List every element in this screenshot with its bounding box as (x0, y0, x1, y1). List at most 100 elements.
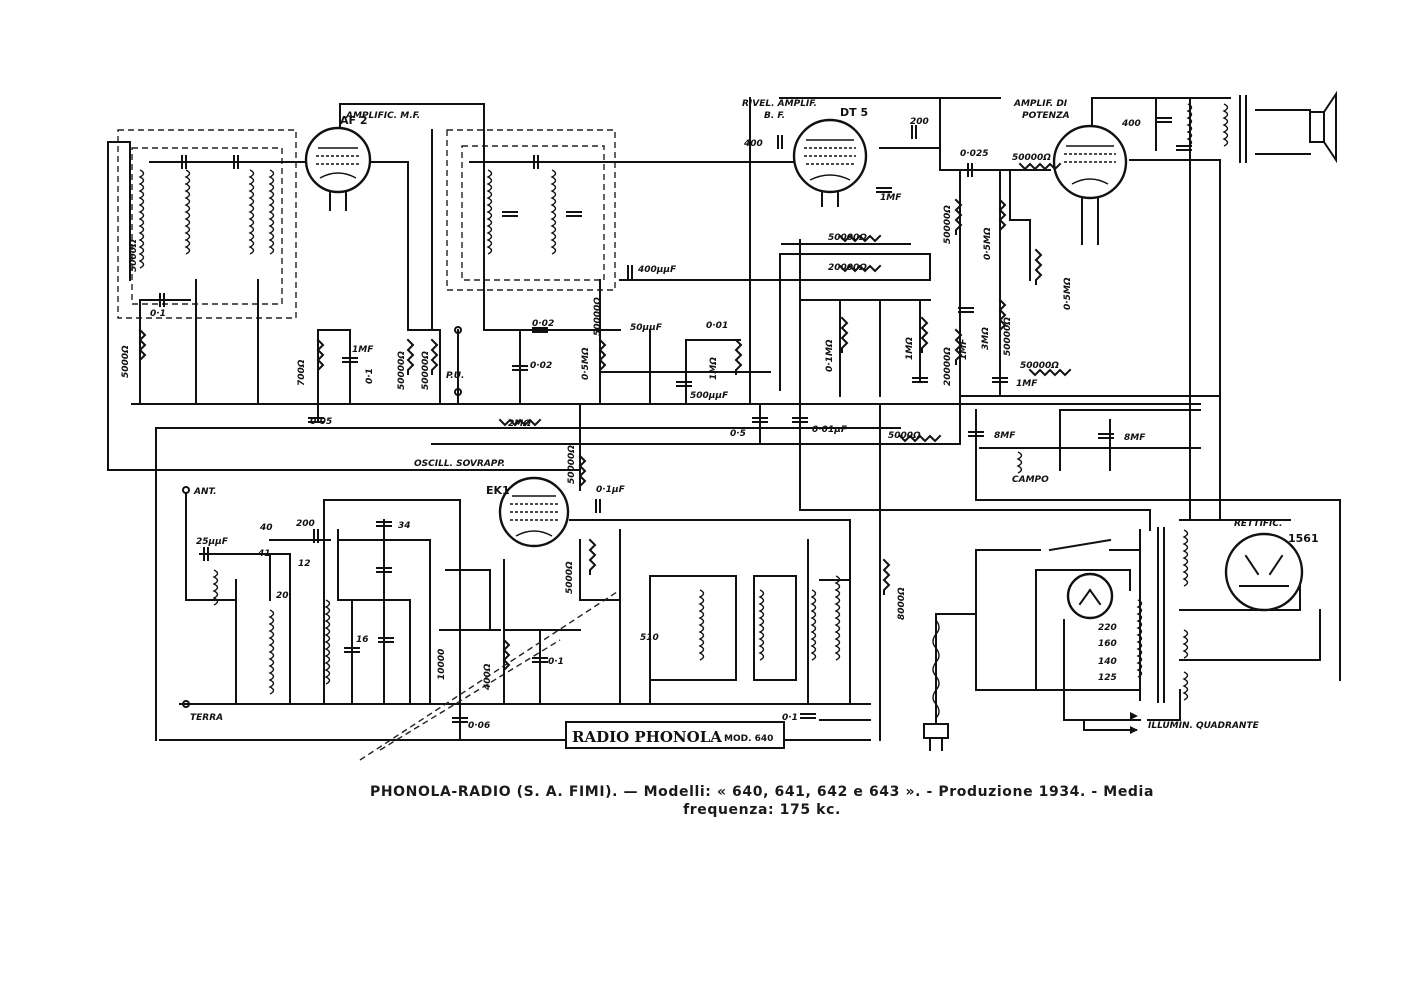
if-transformer-shield-3 (446, 129, 616, 291)
capacitor-20 (992, 377, 1008, 383)
val-r-700a: 700Ω (297, 359, 307, 386)
nameplate-model: MOD. 640 (724, 734, 773, 744)
val-c-1mf-v: 1MF (959, 338, 969, 360)
val-c-200: 200 (910, 117, 929, 127)
val-r-1ma-b: 1MΩ (905, 337, 915, 360)
nameplate: RADIO PHONOLA MOD. 640 (565, 721, 785, 749)
capacitor-34 (958, 307, 974, 313)
pickup-terminal-2 (454, 388, 462, 396)
tuning-gang-link-2 (379, 639, 561, 751)
coil-1 (184, 169, 191, 255)
capacitor-3 (533, 155, 539, 169)
resistor-16 (882, 558, 891, 595)
val-c-510: 510 (640, 633, 659, 643)
val-c-8mf-a: 8MF (994, 431, 1016, 441)
val-c-0-05: 0·05 (310, 417, 332, 427)
coil-10 (758, 589, 765, 661)
val-c-0-1-a: 0·1 (150, 309, 166, 319)
resistor-8 (954, 328, 963, 365)
val-r-0-5ma: 0·5MΩ (581, 347, 591, 380)
coils (138, 103, 1229, 701)
speaker-icon (1255, 90, 1337, 164)
capacitor-31 (502, 211, 518, 217)
val-c-0-1-c: 0·1 (782, 713, 798, 723)
capacitor-19 (912, 377, 928, 383)
resistor-12 (1034, 248, 1043, 285)
capacitor-22 (1098, 433, 1114, 439)
val-r-50000a-v3: 50000Ω (593, 297, 603, 336)
coil-2 (248, 169, 255, 255)
resistor-3 (430, 338, 439, 375)
val-r-3ma: 3MΩ (981, 327, 991, 350)
coil-12 (834, 575, 841, 661)
capacitor-24 (376, 567, 392, 573)
capacitor-21 (968, 431, 984, 437)
resistor-20 (898, 434, 942, 443)
label-pickup: P.U. (446, 371, 464, 381)
val-c-1mf-a: 1MF (352, 345, 374, 355)
if-transformer-shield-2 (131, 147, 283, 305)
power-switch (999, 538, 1112, 552)
val-c-10000: 10000 (437, 649, 447, 680)
val-r-0-5ma-pot: 0·5MΩ (983, 227, 993, 260)
label-det-amp-1: RIVEL. AMPLIF. (742, 99, 817, 109)
val-r-50000a-c: 50000Ω (1020, 361, 1059, 371)
val-tap-140: 140 (1098, 657, 1117, 667)
val-r-5000a-coil: 5000Ω (129, 239, 139, 272)
if-transformer-shield-4 (461, 145, 605, 281)
tube-ek1: EK1 (486, 476, 570, 548)
coil-4 (486, 169, 493, 255)
tube-af2: AF 2 (304, 114, 372, 211)
val-r-50000a-v4: 50000Ω (943, 205, 953, 244)
val-r-20000a-v: 20000Ω (943, 347, 953, 386)
val-c-50uuf: 50μμF (630, 323, 663, 333)
label-power-amp-1: AMPLIF. DI (1013, 99, 1068, 109)
val-r-50000a-v1: 50000Ω (397, 351, 407, 390)
caption: PHONOLA-RADIO (S. A. FIMI). — Modelli: «… (0, 783, 1404, 819)
capacitor-18 (876, 187, 892, 193)
val-r-400a: 400Ω (483, 663, 493, 691)
capacitor-9 (203, 547, 209, 561)
val-r-5000a-b: 5000Ω (888, 431, 921, 441)
capacitor-30 (1176, 145, 1192, 151)
capacitor-12 (342, 357, 358, 363)
resistor-18 (838, 234, 882, 243)
resistor-6 (840, 316, 849, 353)
val-c-0-5: 0·5 (730, 429, 746, 439)
val-c-25uuf: 25μμF (196, 537, 229, 547)
val-r-2ma: 2MΩ (508, 419, 531, 429)
coil-7 (268, 609, 275, 695)
label-if-amp: AMPLIFIC. M.F. (345, 111, 420, 121)
coil-9 (698, 589, 705, 661)
val-c-12: 12 (298, 559, 311, 569)
val-r-50000a-v2: 50000Ω (421, 351, 431, 390)
coil-17 (1222, 103, 1229, 147)
antenna-terminal (182, 486, 190, 494)
val-r-50000a-v6: 50000Ω (567, 445, 577, 484)
capacitor-13 (512, 365, 528, 371)
val-c-400-b: 400 (1121, 119, 1141, 129)
if-transformer-shield-1 (117, 129, 297, 319)
capacitor-16 (752, 417, 768, 423)
label-field-coil: CAMPO (1012, 475, 1049, 485)
wiring-top (107, 97, 1341, 741)
mains-plug-icon (923, 619, 949, 751)
resistor-17 (498, 418, 542, 427)
coil-8 (324, 599, 331, 685)
capacitor-10 (313, 529, 319, 543)
coil-19 (1016, 451, 1023, 474)
val-c-1mf-b: 1MF (880, 193, 902, 203)
capacitor-6 (777, 135, 783, 149)
capacitors (159, 117, 1192, 723)
caption-line-1: PHONOLA-RADIO (S. A. FIMI). — Modelli: «… (369, 784, 1154, 800)
tube-ek1-label: EK1 (486, 484, 510, 497)
capacitor-26 (452, 717, 468, 723)
coil-18 (1136, 599, 1143, 678)
nameplate-brand: RADIO PHONOLA (572, 728, 722, 746)
wiring-bottom (185, 493, 871, 741)
tube-dt5: DT 5 (792, 106, 868, 207)
dial-light-arrows (1130, 712, 1138, 734)
val-tap-160: 160 (1098, 639, 1117, 649)
label-antenna: ANT. (193, 487, 217, 497)
label-dial-light: ILLUMIN. QUADRANTE (1148, 721, 1260, 731)
